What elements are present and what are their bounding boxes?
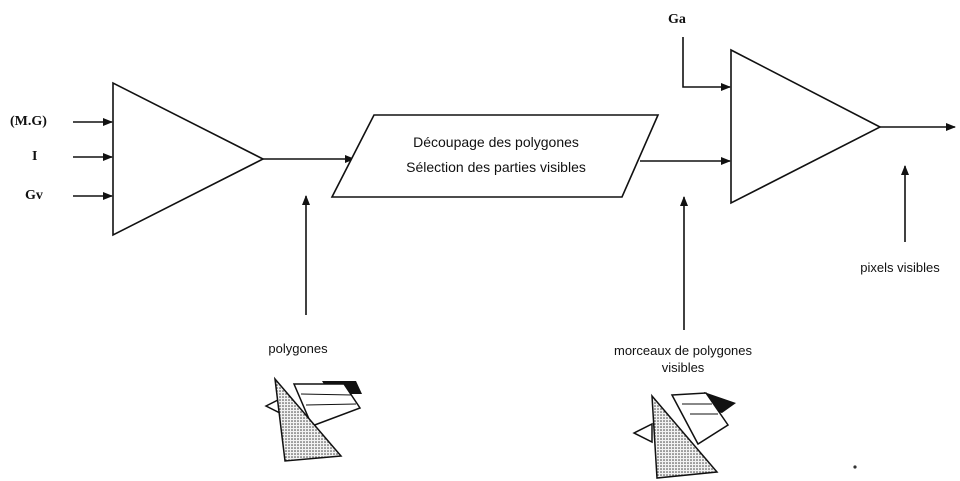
polygons-illustration bbox=[264, 376, 362, 462]
label-morceaux-line-2: visibles bbox=[662, 360, 705, 375]
stray-dot bbox=[853, 465, 857, 469]
input-label-mg: (M.G) bbox=[10, 114, 47, 129]
label-polygones: polygones bbox=[268, 341, 328, 356]
process-line-2: Sélection des parties visibles bbox=[406, 159, 586, 175]
process-parallelogram bbox=[330, 114, 660, 198]
label-morceaux-line-1: morceaux de polygones bbox=[614, 343, 753, 358]
stage1-triangle bbox=[112, 81, 265, 237]
polygon-pieces-illustration bbox=[632, 392, 736, 479]
input-arrow-ga bbox=[682, 37, 731, 91]
input-label-gv: Gv bbox=[25, 188, 43, 203]
stage2-triangle bbox=[730, 48, 882, 205]
process-line-1: Découpage des polygones bbox=[413, 134, 579, 150]
label-pixels-visibles: pixels visibles bbox=[860, 260, 940, 275]
input-label-ga: Ga bbox=[668, 12, 686, 27]
input-label-i: I bbox=[32, 149, 37, 164]
